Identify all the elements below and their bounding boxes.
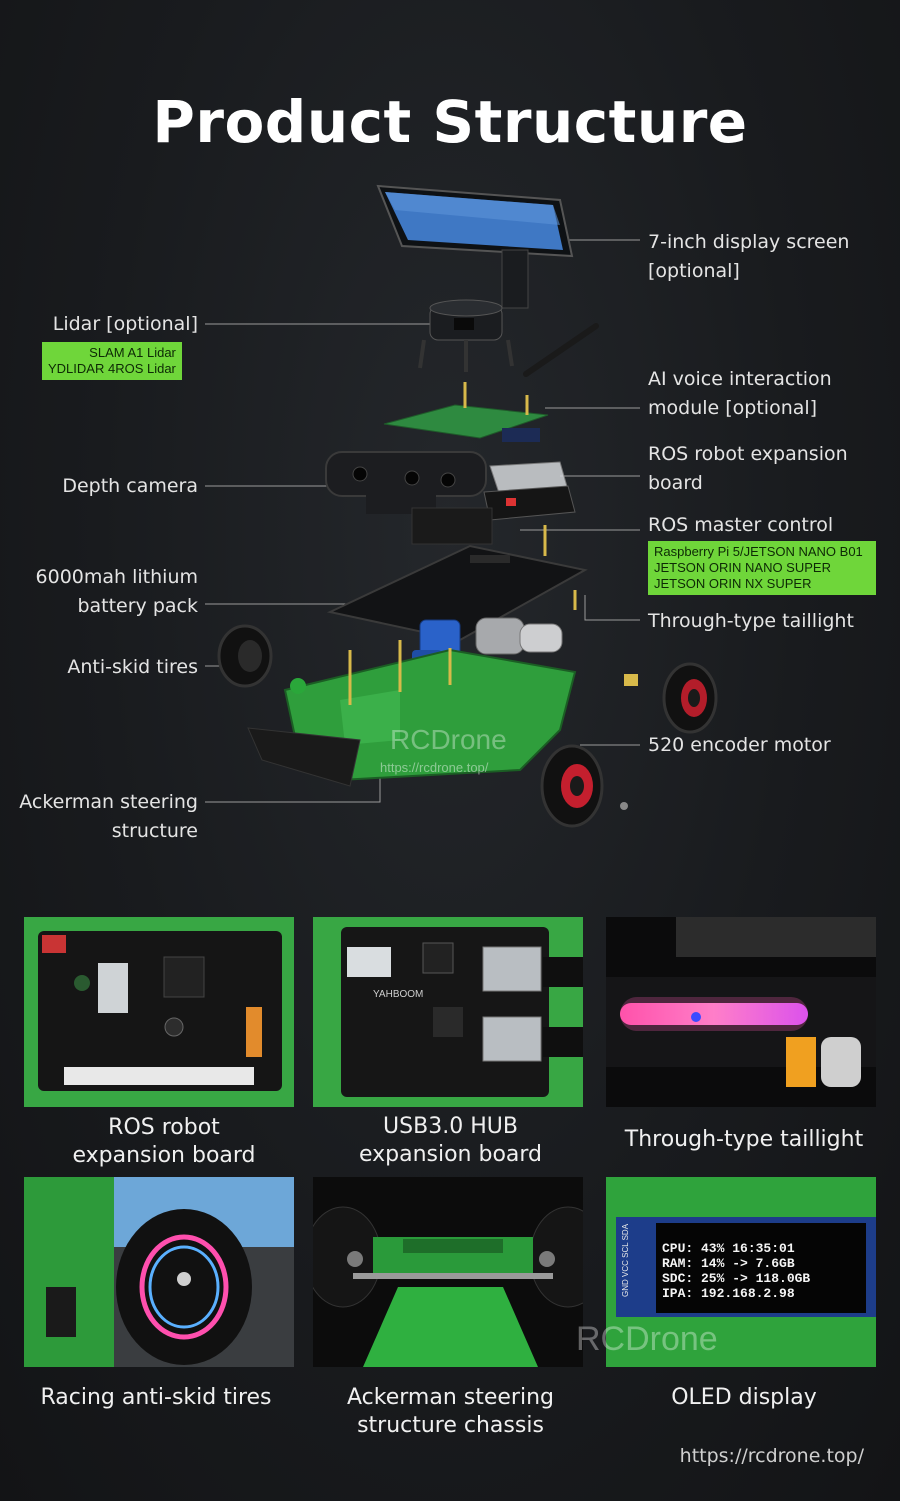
chassis-plate-drawing <box>326 525 588 642</box>
feature-caption: Ackerman steering structure chassis <box>347 1385 554 1438</box>
display-screen-drawing <box>376 184 574 309</box>
lidar-options-box: SLAM A1 Lidar YDLIDAR 4ROS Lidar <box>42 342 182 380</box>
callout-taillight: Through-type taillight <box>648 610 854 632</box>
page-title: Product Structure <box>152 88 748 156</box>
photo-usb-hub-board: YAHBOOM <box>313 917 583 1107</box>
usb-hub-illustration: YAHBOOM <box>313 917 583 1107</box>
lidar-option: YDLIDAR 4ROS Lidar <box>48 361 176 376</box>
callout-tires: Anti-skid tires <box>67 656 198 678</box>
oled-pin-labels: GND VCC SCL SDA <box>621 1223 630 1297</box>
master-option: Raspberry Pi 5/JETSON NANO B01 <box>654 544 863 559</box>
photo-ackerman-chassis <box>313 1177 583 1367</box>
callout-ackerman: Ackerman steering structure <box>19 791 198 842</box>
watermark-brand-photo: RCDrone <box>576 1320 718 1358</box>
feature-caption: Through-type taillight <box>624 1127 864 1152</box>
lidar-drawing <box>418 299 514 372</box>
green-base-drawing <box>247 640 577 787</box>
oled-line-4: IPA: 192.168.2.98 <box>662 1286 795 1301</box>
antenna-drawing <box>523 323 599 377</box>
exploded-view-diagram <box>205 184 718 828</box>
watermark-url: https://rcdrone.top/ <box>380 760 489 775</box>
master-option: JETSON ORIN NX SUPER <box>654 576 812 591</box>
expansion-board-drawing <box>411 461 576 545</box>
master-options-box: Raspberry Pi 5/JETSON NANO B01 JETSON OR… <box>648 541 876 595</box>
callout-expansion: ROS robot expansion board <box>648 443 848 494</box>
footer-url: https://rcdrone.top/ <box>679 1445 864 1467</box>
callout-lidar: Lidar [optional] <box>52 313 198 335</box>
wheel-right-top-drawing <box>624 662 718 734</box>
racing-tire-illustration <box>24 1177 294 1367</box>
callout-depth-camera: Depth camera <box>62 475 198 497</box>
feature-caption: OLED display <box>671 1385 817 1410</box>
callout-battery: 6000mah lithium battery pack <box>35 566 198 617</box>
callout-display: 7-inch display screen [optional] <box>648 231 850 282</box>
ros-board-illustration <box>24 917 294 1107</box>
wheel-right-bottom-drawing <box>540 744 628 828</box>
watermark-brand: RCDrone <box>390 724 507 755</box>
oled-line-2: RAM: 14% -> 7.6GB <box>662 1256 795 1271</box>
master-option: JETSON ORIN NANO SUPER <box>654 560 831 575</box>
oled-illustration: GND VCC SCL SDA CPU: 43% 16:35:01 RAM: 1… <box>606 1177 876 1367</box>
hub-board-text: YAHBOOM <box>373 989 423 1000</box>
callout-voice: AI voice interaction module [optional] <box>648 368 832 419</box>
feature-caption: Racing anti-skid tires <box>40 1385 272 1410</box>
voice-module-drawing <box>383 382 549 442</box>
ackerman-chassis-illustration <box>313 1177 583 1367</box>
oled-line-1: CPU: 43% 16:35:01 <box>662 1241 795 1256</box>
feature-caption: USB3.0 HUB expansion board <box>358 1114 543 1167</box>
depth-camera-drawing <box>325 451 487 514</box>
photo-racing-tires <box>24 1177 294 1367</box>
photo-oled-display: GND VCC SCL SDA CPU: 43% 16:35:01 RAM: 1… <box>606 1177 876 1367</box>
wheel-left-drawing <box>217 624 273 688</box>
lidar-option: SLAM A1 Lidar <box>89 345 176 360</box>
oled-line-3: SDC: 25% -> 118.0GB <box>662 1271 810 1286</box>
photo-taillight <box>606 917 876 1107</box>
taillight-illustration <box>606 917 876 1107</box>
feature-caption: ROS robot expansion board <box>72 1115 256 1168</box>
photo-ros-expansion-board <box>24 917 294 1107</box>
callout-motor: 520 encoder motor <box>648 734 831 756</box>
